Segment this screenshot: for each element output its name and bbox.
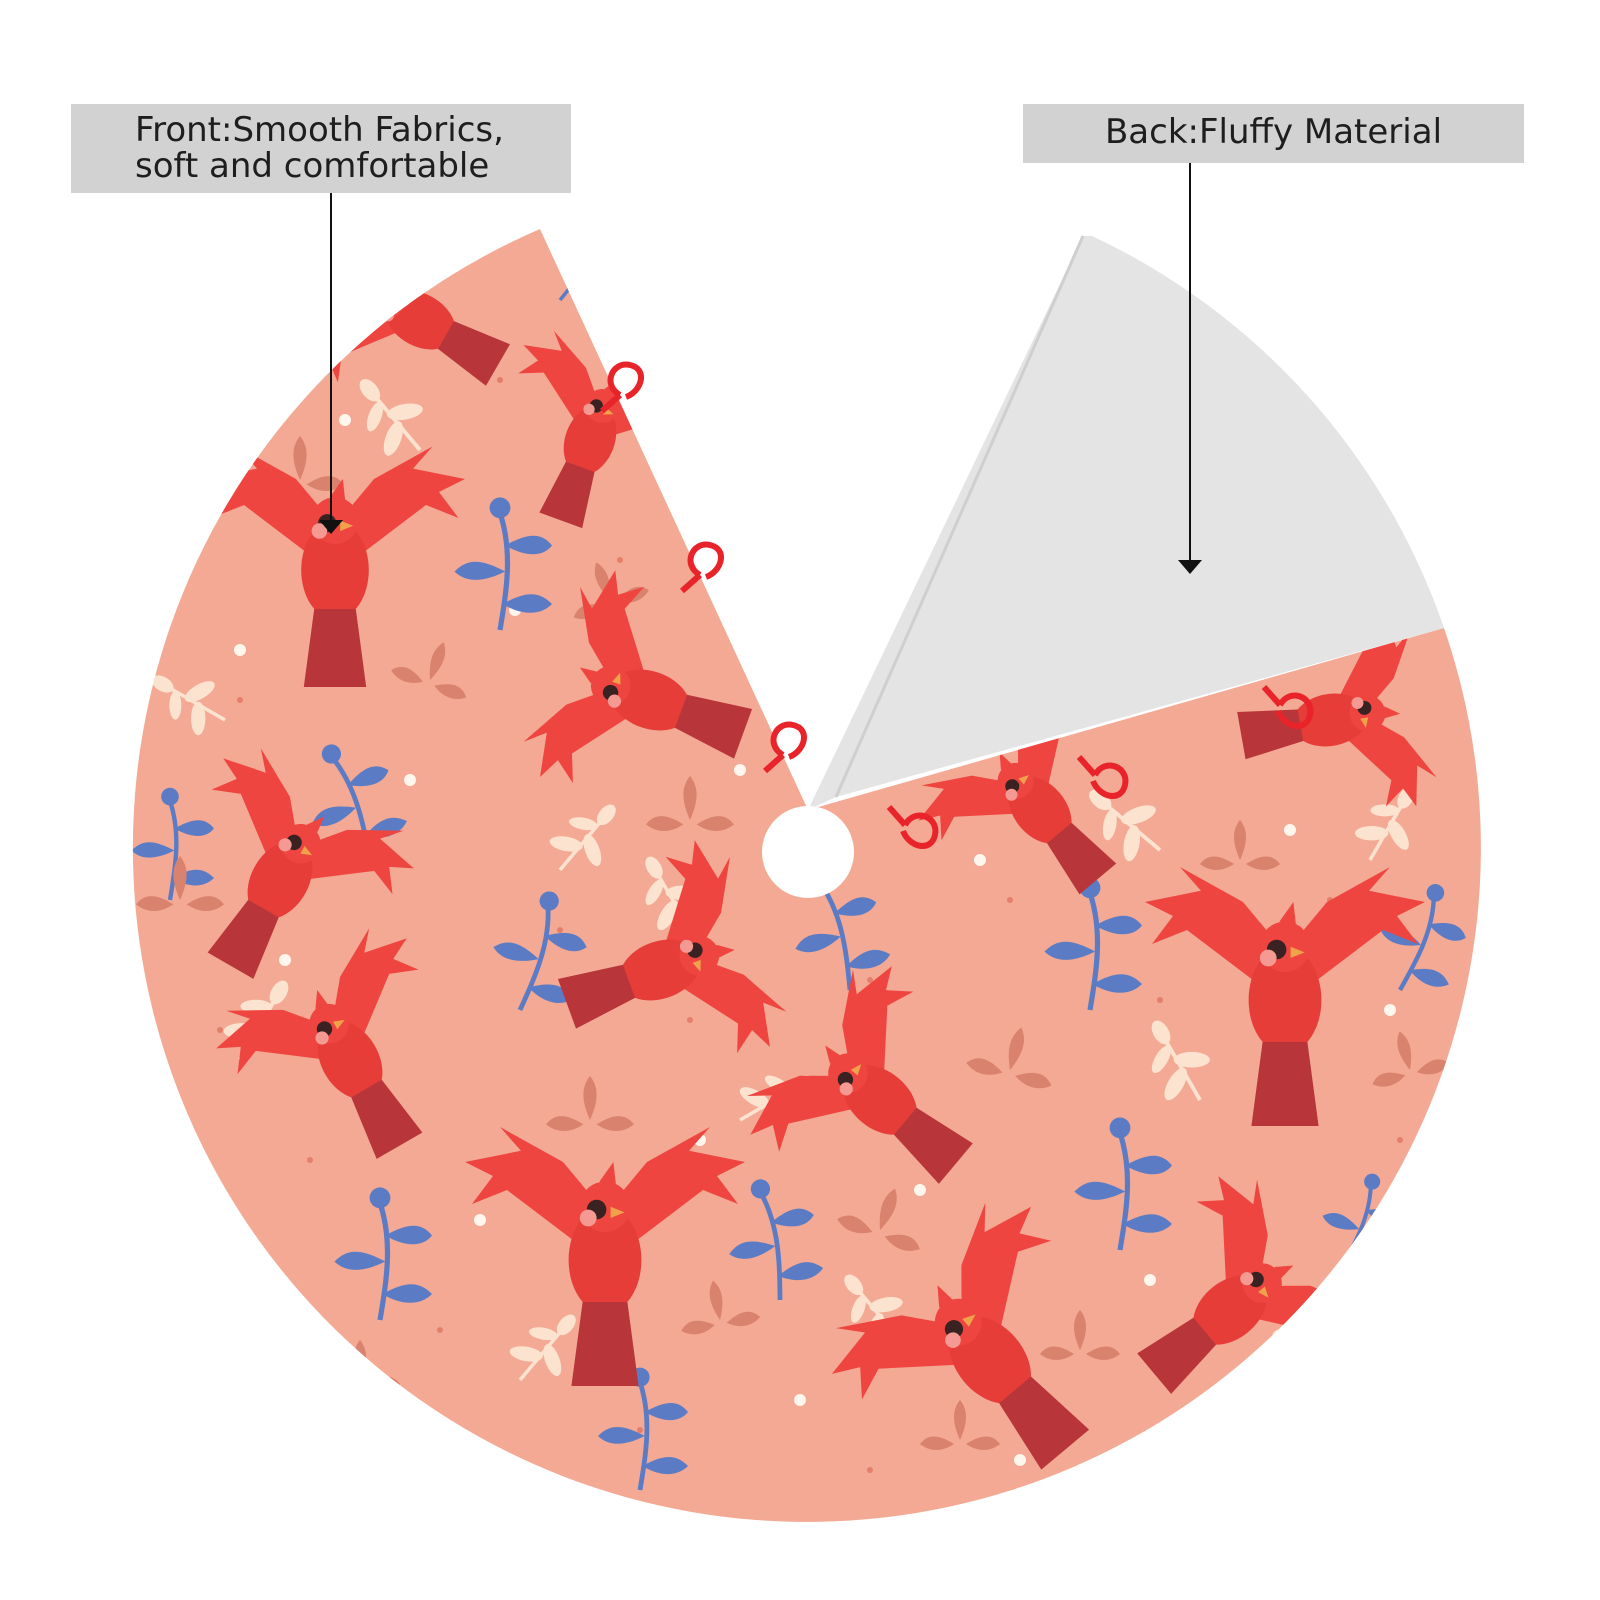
arrow-down-icon (319, 520, 343, 534)
back-callout-text: Back:Fluffy Material (1104, 112, 1443, 152)
front-material-callout: Front:Smooth Fabrics, soft and comfortab… (71, 104, 571, 193)
back-material-callout: Back:Fluffy Material (1023, 104, 1524, 163)
back-callout-pointer (1178, 163, 1202, 574)
front-callout-line2: soft and comfortable (135, 146, 490, 186)
front-callout-pointer (319, 193, 343, 534)
front-callout-line1: Front:Smooth Fabrics, (135, 110, 504, 150)
back-fabric-panel (808, 236, 1444, 810)
arrow-down-icon (1178, 560, 1202, 574)
center-hole (762, 806, 854, 898)
